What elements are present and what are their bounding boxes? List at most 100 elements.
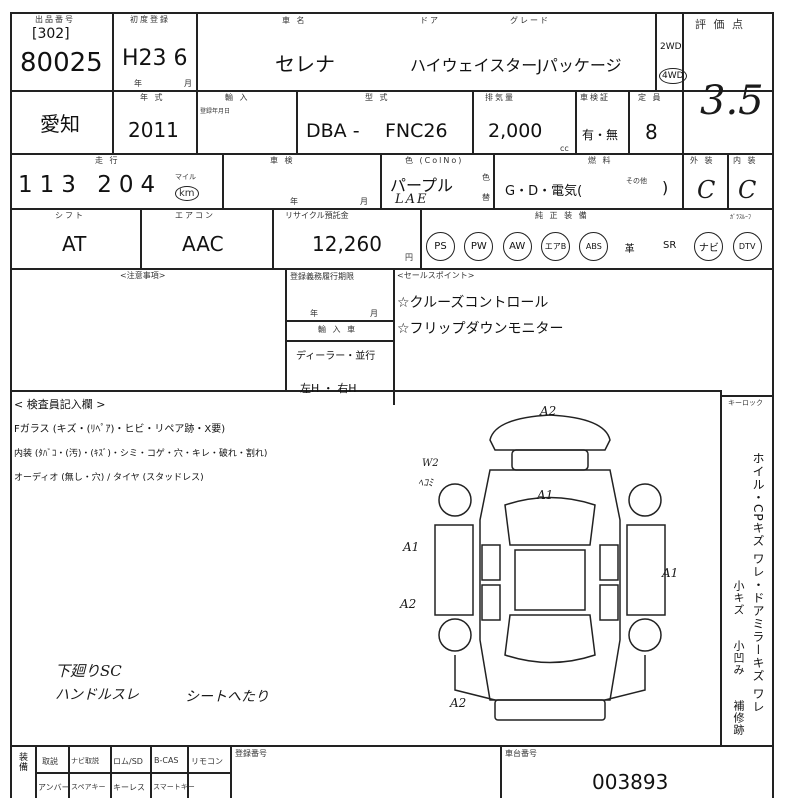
first-reg-year: 年 [134, 79, 144, 88]
score-label: 評 価 点 [695, 18, 745, 31]
shaken-label: 車 検 [270, 156, 295, 165]
inspector-interior: 内装 (ﾀﾊﾞｺ・(汚)・(ｷｽﾞ)・シミ・コゲ・穴・キレ・破れ・割れ) [14, 449, 268, 459]
equipment-item-7: ナビ [694, 232, 724, 261]
recycle-unit: 円 [405, 253, 415, 262]
equipment-item-4: ABS [579, 232, 609, 261]
registration-year: 年 [310, 309, 320, 318]
footer-label: 装備 [17, 752, 27, 772]
equipment-item-2: AW [502, 232, 532, 261]
import-label: 輸 入 [225, 93, 250, 102]
color-code: LAE [395, 192, 429, 207]
fuel-value: G・D・電気( [505, 184, 583, 199]
hand-note-3: シートへたり [185, 689, 269, 705]
keyless-label: キーロック [728, 399, 763, 407]
damage-mark-a2-left: A2 [400, 597, 417, 611]
aircon-value: AAC [182, 232, 224, 256]
car-damage-diagram [434, 414, 666, 721]
registration-label: 登録義務履行期限 [290, 272, 354, 281]
equipment-list: PS PW AW エアB ABS 革 SR ナビ DTV [424, 232, 769, 264]
door-label: ドア [420, 16, 440, 25]
footer-item-5: リモコン [191, 757, 223, 766]
damage-mark-a2-bottom: A2 [450, 696, 467, 710]
color-side-1: 色 [482, 173, 492, 182]
recycle-value: 12,260 [312, 232, 382, 256]
equipment-item-1: PW [464, 232, 494, 261]
footer-item-7: スペアキー [71, 783, 106, 791]
damage-mark-w2: W2 [422, 458, 439, 469]
equipment-item-8: DTV [732, 232, 762, 261]
fuel-other: その他 [626, 177, 647, 185]
equipment-item-3: エアB [541, 232, 570, 261]
shift-label: シフト [55, 211, 85, 220]
model-year-label: 年 式 [140, 93, 165, 102]
drive-4wd: 4WD [659, 68, 687, 84]
equipment-tv-label: ｶﾞﾗｽﾙｰﾌ [730, 214, 752, 221]
capacity-label: 定 員 [638, 93, 663, 102]
sales-point-2: ☆フリップダウンモニター [397, 321, 564, 337]
hand-note-1: 下廻りSC [55, 662, 122, 680]
aircon-label: エアコン [175, 211, 215, 220]
region: 愛知 [40, 112, 80, 136]
color-label: 色 (ColNo) [405, 156, 464, 165]
color-side-2: 替 [482, 193, 492, 202]
lot-number: 80025 [20, 48, 103, 78]
mileage-unit-km: km [175, 186, 199, 201]
fuel-label: 燃 料 [588, 156, 613, 165]
inspector-label: < 検査員記入欄 > [14, 398, 106, 411]
score-value: 3.5 [700, 78, 764, 124]
displacement-unit: cc [560, 144, 569, 153]
grade-label: グレード [510, 16, 550, 25]
equipment-item-6: SR [663, 240, 677, 251]
footer-item-1: 取説 [42, 757, 58, 766]
inspection-label: 車検証 [580, 93, 610, 102]
footer-item-4: B-CAS [154, 756, 179, 765]
lot-prefix: [302] [32, 26, 70, 42]
equipment-label: 純 正 装 備 [535, 211, 589, 220]
first-reg-label: 初度登録 [130, 15, 170, 24]
inspection-value: 有・無 [582, 128, 619, 142]
footer-item-6: アンバー [38, 783, 70, 792]
model-code-value: FNC26 [385, 120, 448, 142]
exterior-value: C [697, 176, 716, 204]
exterior-label: 外 装 [690, 156, 715, 165]
damage-mark-a2-top: A2 [540, 404, 557, 418]
grade-value: ハイウェイスターJパッケージ [410, 56, 622, 75]
footer-item-3: ロム/SD [113, 757, 143, 766]
equipment-item-0: PS [426, 232, 455, 261]
inspector-audio: オーディオ (無し・穴) / タイヤ (スタッドレス) [14, 473, 204, 483]
inspector-glass: Fガラス (キズ・(ﾘﾍﾟｱ)・ヒビ・リペア跡・X要) [14, 424, 226, 435]
inbound-dealer: ディーラー・並行 [296, 351, 376, 362]
color-value: パープル [390, 176, 454, 195]
interior-label: 内 装 [733, 156, 758, 165]
shaken-year: 年 [290, 197, 300, 206]
mileage-label: 走 行 [95, 156, 120, 165]
registration-month: 月 [370, 309, 380, 318]
serial-label: 登録番号 [235, 749, 267, 758]
car-name: セレナ [275, 52, 335, 76]
footer-item-8: キーレス [113, 783, 145, 792]
damage-mark-a1-right: A1 [662, 566, 679, 580]
first-reg-month: 月 [184, 79, 194, 88]
displacement-value: 2,000 [488, 120, 543, 142]
import-sub: 登録年月日 [200, 108, 231, 115]
model-code-prefix: DBA - [306, 120, 360, 142]
sales-point-1: ☆クルーズコントロール [397, 295, 549, 311]
legend-small-1: 小キズ [732, 580, 745, 616]
recycle-label: リサイクル預託金 [285, 211, 349, 220]
legend-small-3: 補修跡 [732, 700, 745, 736]
damage-mark-a1-roof: A1 [537, 488, 554, 502]
model-code-label: 型 式 [365, 93, 390, 102]
footer-item-2: ナビ取説 [71, 757, 99, 765]
footer-item-9: スマートキー [153, 783, 195, 791]
shaken-month: 月 [360, 197, 370, 206]
equipment-item-5: 革 [624, 244, 635, 255]
mileage-unit-mile: マイル [175, 173, 196, 181]
legend-vertical: ホイル・CPキズ ワレ・ドアミラーキズ ワレ [751, 452, 765, 714]
fuel-close: ) [662, 178, 669, 197]
drive-2wd: 2WD [660, 42, 682, 52]
notes-label: <注意事項> [120, 271, 166, 280]
damage-mark-a1-left: A1 [403, 540, 420, 554]
lot-label: 出品番号 [35, 15, 75, 24]
chassis-label: 車台番号 [505, 749, 537, 758]
hand-note-2: ハンドルスレ [55, 687, 139, 703]
